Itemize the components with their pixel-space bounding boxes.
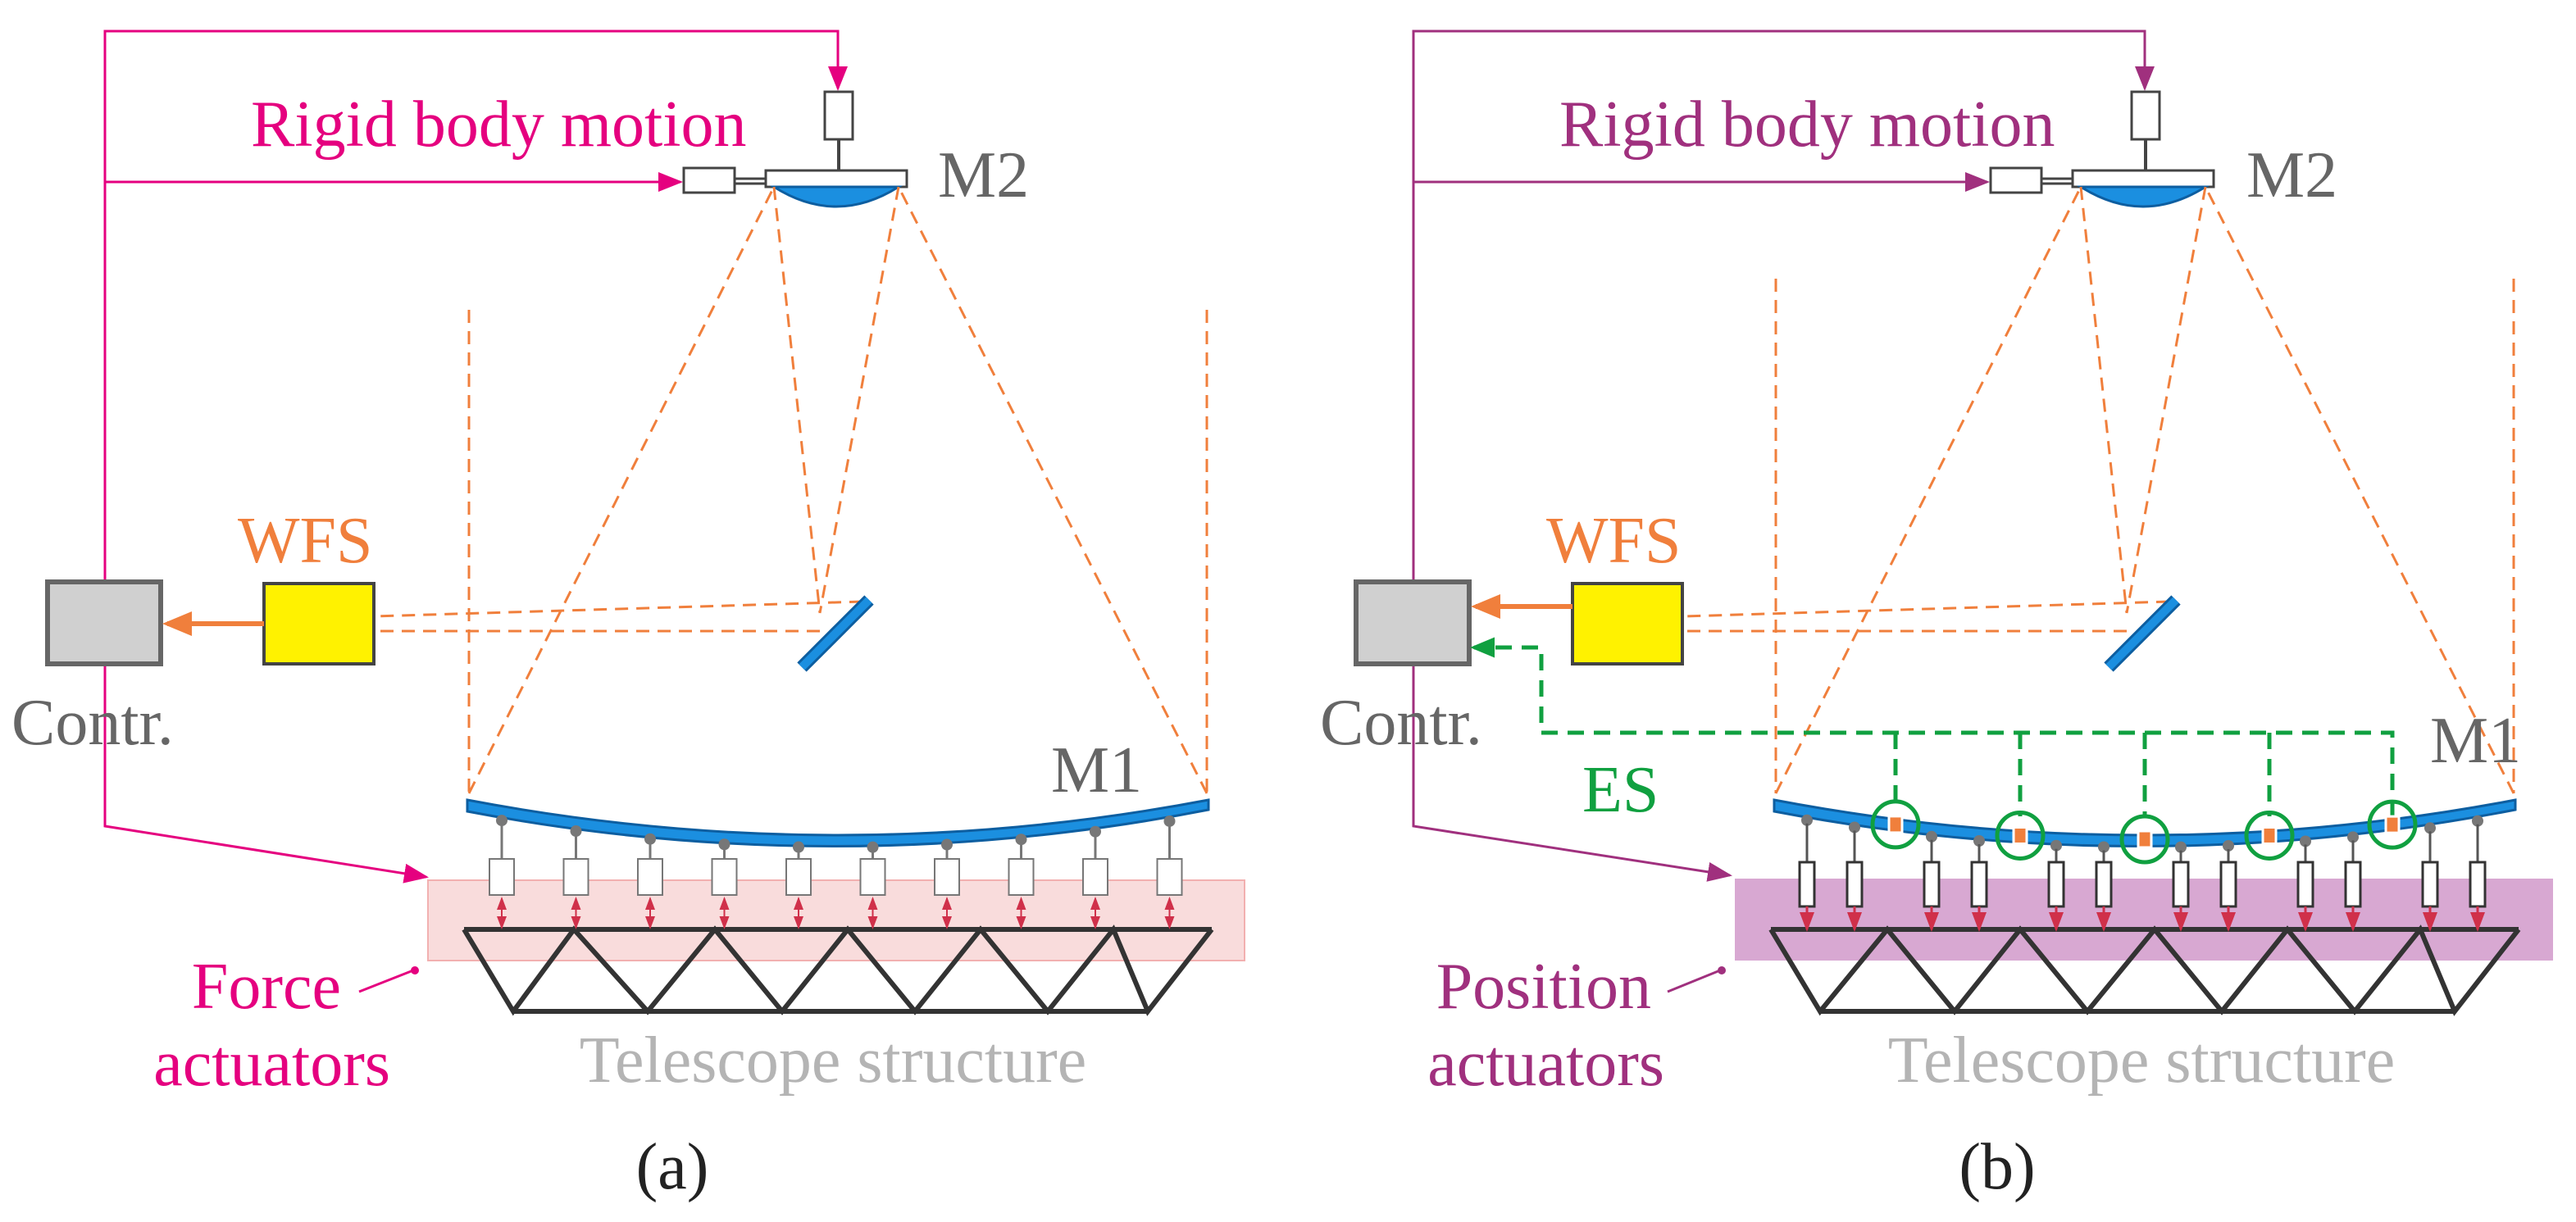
structure-label: Telescope structure xyxy=(580,1024,1087,1097)
position-actuator xyxy=(1923,830,1941,932)
edge-sensor xyxy=(2244,810,2295,861)
wfs-box xyxy=(1571,582,1684,666)
telescope-truss xyxy=(462,924,1214,1016)
wfs-label: WFS xyxy=(1546,505,1682,577)
edge-sensor xyxy=(2367,799,2418,850)
actuators-label-line1: Position xyxy=(1436,951,1651,1023)
m1-label: M1 xyxy=(2430,705,2521,777)
m2-cell xyxy=(2071,169,2215,189)
light-path xyxy=(373,186,1208,794)
actuators-label-line1: Force xyxy=(192,951,341,1023)
controller-box xyxy=(1354,579,1472,666)
m2-label: M2 xyxy=(2246,139,2337,211)
position-actuator xyxy=(2172,841,2190,932)
feedback-line-bottom xyxy=(1412,656,1732,882)
edge-sensor xyxy=(1870,799,1921,850)
telescope-truss xyxy=(1768,924,2521,1016)
force-actuator xyxy=(1008,834,1035,929)
position-actuator xyxy=(2047,839,2065,932)
m2-lateral-actuator xyxy=(1989,166,2043,194)
light-path xyxy=(1683,186,2515,794)
m2-vertical-actuator xyxy=(2130,90,2161,141)
position-actuator xyxy=(2219,839,2237,932)
edge-sensors xyxy=(1870,799,2418,865)
force-actuator xyxy=(562,825,589,929)
caption-b: (b) xyxy=(1959,1131,2035,1203)
force-actuator xyxy=(859,841,886,929)
feedback-line-bottom xyxy=(103,656,429,884)
position-actuator xyxy=(2095,841,2113,932)
force-actuator xyxy=(934,838,960,929)
m1-label: M1 xyxy=(1051,734,1142,806)
edge-sensor-network xyxy=(1484,645,2395,816)
controller-label: Contr. xyxy=(1320,687,1482,759)
panel-b: WFS Contr. ES M1 Rigid body motion M2 Po… xyxy=(1320,30,2553,1203)
edge-sensor xyxy=(2119,814,2170,865)
m2-cell xyxy=(764,169,908,189)
position-actuator xyxy=(2469,815,2487,932)
force-actuator xyxy=(1156,815,1183,929)
rigid-body-motion-label: Rigid body motion xyxy=(1559,89,2055,161)
m1-mirror xyxy=(466,798,1210,847)
force-actuator xyxy=(785,841,812,929)
position-actuator xyxy=(2296,835,2314,932)
controller-box xyxy=(45,579,163,666)
wfs-label: WFS xyxy=(238,505,373,577)
es-label: ES xyxy=(1582,754,1659,826)
position-actuators xyxy=(1798,814,2487,932)
rigid-body-motion-label: Rigid body motion xyxy=(251,89,747,161)
m2-mirror xyxy=(2076,185,2210,208)
actuators-leader xyxy=(358,969,414,993)
force-actuator xyxy=(489,815,515,929)
force-actuators xyxy=(489,815,1183,929)
position-actuator xyxy=(1846,821,1864,932)
edge-sensor xyxy=(1995,810,2046,861)
position-actuator xyxy=(2421,822,2439,932)
force-actuator xyxy=(1082,825,1108,929)
actuators-label-line2: actuators xyxy=(1427,1028,1664,1100)
structure-label: Telescope structure xyxy=(1888,1024,2396,1097)
m2-lateral-actuator xyxy=(682,166,736,194)
feedback-line-top xyxy=(103,30,848,606)
position-actuator xyxy=(1970,835,1988,932)
actuators-leader xyxy=(1667,969,1721,993)
actuators-label-line2: actuators xyxy=(153,1028,390,1100)
m2-mirror xyxy=(769,185,903,208)
panel-a: WFS Contr. M1 Rigid body motion M2 Force… xyxy=(11,30,1245,1203)
caption-a: (a) xyxy=(636,1131,709,1203)
position-actuator xyxy=(2344,831,2362,932)
feedback-line-top xyxy=(1412,30,2155,606)
m2-label: M2 xyxy=(938,139,1029,211)
wfs-box xyxy=(262,582,375,666)
m2-vertical-actuator xyxy=(823,90,854,141)
position-actuator xyxy=(1798,814,1816,932)
force-actuator xyxy=(711,838,738,929)
force-actuator xyxy=(637,833,663,929)
controller-label: Contr. xyxy=(11,687,174,759)
